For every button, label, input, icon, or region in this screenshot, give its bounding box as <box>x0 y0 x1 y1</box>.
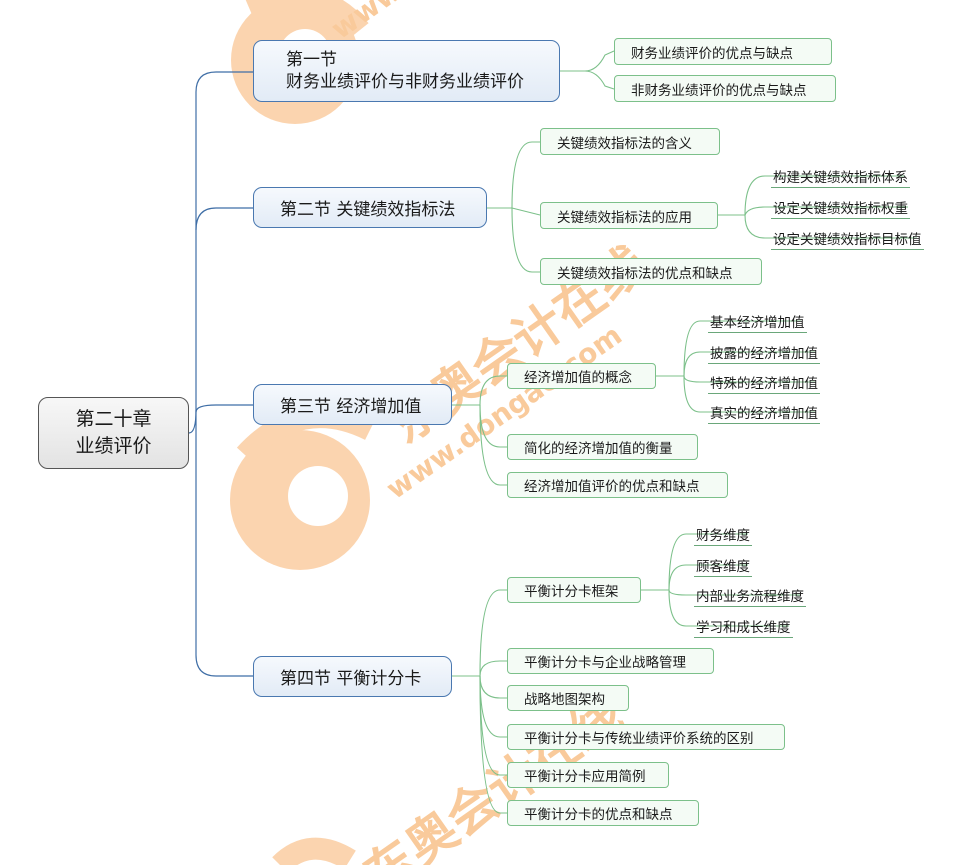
section-4[interactable]: 第四节 平衡计分卡 <box>253 656 452 697</box>
s4-leaf-2[interactable]: 顾客维度 <box>694 555 752 577</box>
s2-leaf-3[interactable]: 设定关键绩效指标目标值 <box>771 228 924 250</box>
s2-topic-1[interactable]: 关键绩效指标法的含义 <box>540 128 720 155</box>
s4-leaf-1[interactable]: 财务维度 <box>694 524 752 546</box>
branch-connectors <box>452 50 917 814</box>
root-connectors <box>188 71 253 677</box>
section-4-label: 第四节 平衡计分卡 <box>280 669 422 689</box>
s3-topic-3[interactable]: 经济增加值评价的优点和缺点 <box>507 472 728 498</box>
s4-topic-2-label: 平衡计分卡与企业战略管理 <box>524 655 686 671</box>
s4-topic-4-label: 平衡计分卡与传统业绩评价系统的区别 <box>524 731 754 747</box>
s1-topic-1-label: 财务业绩评价的优点与缺点 <box>631 45 793 62</box>
s2-topic-2[interactable]: 关键绩效指标法的应用 <box>540 202 718 229</box>
s4-topic-4[interactable]: 平衡计分卡与传统业绩评价系统的区别 <box>507 724 785 750</box>
s4-topic-1[interactable]: 平衡计分卡框架 <box>507 577 641 603</box>
s3-topic-2-label: 简化的经济增加值的衡量 <box>524 441 673 457</box>
section-3-label: 第三节 经济增加值 <box>280 397 422 417</box>
s2-leaf-2[interactable]: 设定关键绩效指标权重 <box>771 197 910 219</box>
s3-leaf-1[interactable]: 基本经济增加值 <box>708 311 807 333</box>
s2-topic-2-label: 关键绩效指标法的应用 <box>557 209 692 226</box>
s3-leaf-4[interactable]: 真实的经济增加值 <box>708 402 820 424</box>
s3-topic-3-label: 经济增加值评价的优点和缺点 <box>524 479 700 495</box>
s2-topic-3-label: 关键绩效指标法的优点和缺点 <box>557 265 733 282</box>
s4-topic-6-label: 平衡计分卡的优点和缺点 <box>524 807 673 823</box>
s2-topic-3[interactable]: 关键绩效指标法的优点和缺点 <box>540 258 762 285</box>
s4-leaf-4[interactable]: 学习和成长维度 <box>694 616 793 638</box>
section-1-line2: 财务业绩评价与非财务业绩评价 <box>286 72 524 92</box>
section-2[interactable]: 第二节 关键绩效指标法 <box>253 187 487 228</box>
s3-leaf-2[interactable]: 披露的经济增加值 <box>708 342 820 364</box>
section-1[interactable]: 第一节 财务业绩评价与非财务业绩评价 <box>253 40 560 102</box>
s3-topic-2[interactable]: 简化的经济增加值的衡量 <box>507 434 698 460</box>
s4-topic-6[interactable]: 平衡计分卡的优点和缺点 <box>507 800 699 826</box>
s3-topic-1-label: 经济增加值的概念 <box>524 370 632 386</box>
section-3[interactable]: 第三节 经济增加值 <box>253 384 452 425</box>
section-2-label: 第二节 关键绩效指标法 <box>280 200 456 220</box>
root-line2: 业绩评价 <box>75 435 152 457</box>
s1-topic-2[interactable]: 非财务业绩评价的优点与缺点 <box>614 75 836 102</box>
s4-topic-1-label: 平衡计分卡框架 <box>524 584 619 600</box>
s4-leaf-3[interactable]: 内部业务流程维度 <box>694 585 806 607</box>
s4-topic-3[interactable]: 战略地图架构 <box>507 685 629 711</box>
s2-leaf-1[interactable]: 构建关键绩效指标体系 <box>771 166 910 188</box>
s3-leaf-3[interactable]: 特殊的经济增加值 <box>708 372 820 394</box>
s4-topic-5-label: 平衡计分卡应用简例 <box>524 769 646 785</box>
s4-topic-3-label: 战略地图架构 <box>524 692 605 708</box>
s4-topic-2[interactable]: 平衡计分卡与企业战略管理 <box>507 648 714 674</box>
s2-topic-1-label: 关键绩效指标法的含义 <box>557 135 692 152</box>
s1-topic-1[interactable]: 财务业绩评价的优点与缺点 <box>614 38 832 65</box>
s4-topic-5[interactable]: 平衡计分卡应用简例 <box>507 762 669 788</box>
root-line1: 第二十章 <box>75 408 152 430</box>
section-1-line1: 第一节 <box>286 50 337 70</box>
s3-topic-1[interactable]: 经济增加值的概念 <box>507 363 656 389</box>
root-node[interactable]: 第二十章 业绩评价 <box>38 397 189 469</box>
s1-topic-2-label: 非财务业绩评价的优点与缺点 <box>631 82 807 99</box>
